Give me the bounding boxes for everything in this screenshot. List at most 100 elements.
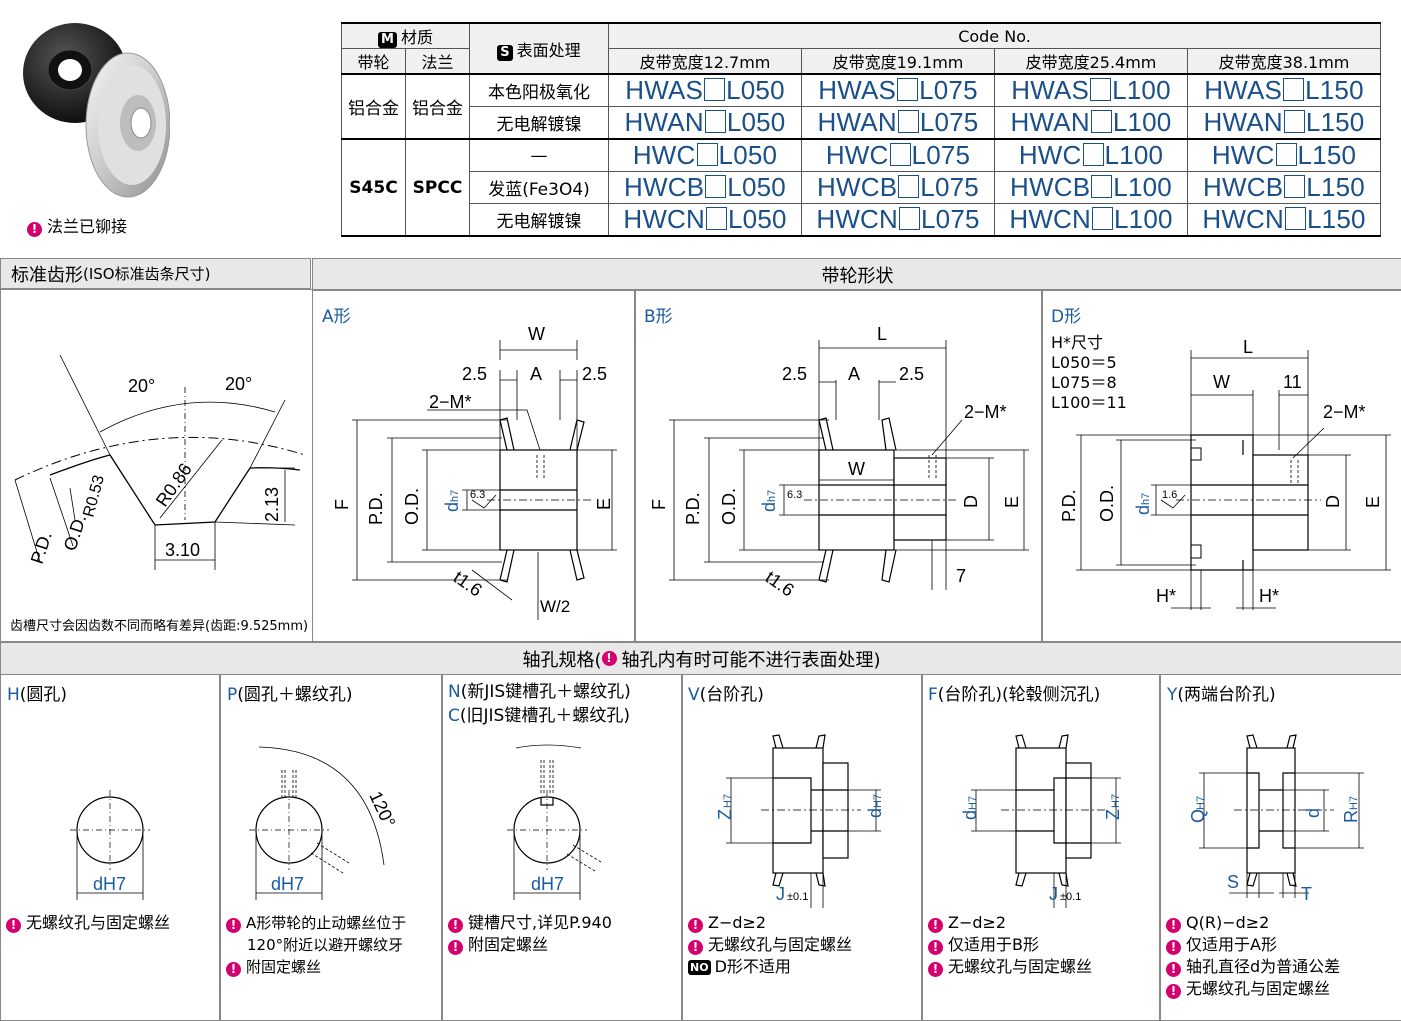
dh7-label: dH7 (93, 874, 126, 894)
shape-header: 带轮形状 (312, 258, 1401, 291)
dim-label: h7 (1140, 493, 1152, 505)
dim-label: A (848, 364, 860, 384)
product-note: !法兰已铆接 (27, 216, 127, 238)
bore-notes-f: !Z−d≥2 !仅适用于B形 !无螺纹孔与固定螺丝 (928, 912, 1092, 978)
angle-label: 120° (365, 788, 399, 830)
pulley-photo (23, 23, 170, 198)
warning-icon: ! (27, 222, 42, 237)
dim-label: t1.6 (762, 567, 798, 601)
surface-cell: 无电解镀镍 (469, 106, 609, 140)
bore-y-drawing: Q H7 d R H7 S T (1188, 734, 1364, 904)
shape-a-panel (312, 289, 636, 642)
dim-label: ±0.1 (1060, 891, 1081, 903)
dim-label: T (1301, 884, 1312, 904)
angle-label: 20° (225, 374, 252, 394)
dim-label: P.D. (683, 492, 703, 525)
dim-label: t1.6 (450, 567, 486, 601)
radius-label: R0.53 (80, 473, 107, 519)
dim-label: Z (1103, 809, 1123, 820)
dim-label: E (594, 498, 614, 510)
dim-label: H7 (872, 794, 884, 808)
od-label: O.D. (60, 512, 90, 553)
bore-h-drawing: dH7 (70, 790, 150, 900)
dim-label: H7 (1195, 796, 1207, 810)
dim-label: W (1213, 372, 1230, 392)
dim-label: W/2 (540, 597, 570, 616)
dim-label: P.D. (1059, 489, 1079, 522)
dim-label: D (1323, 495, 1343, 508)
surface-cell: 本色阳极氧化 (469, 73, 609, 107)
dim-label: A (530, 364, 542, 384)
flange-material: 铝合金 (405, 73, 470, 140)
dim-label: O.D. (402, 488, 422, 525)
dim-label: d (759, 502, 779, 512)
width-head: 皮带宽度12.7mm (608, 48, 802, 75)
dim-label: Z (715, 809, 735, 820)
dim-label: L (877, 324, 887, 344)
dim-label: 11 (1283, 372, 1302, 392)
dim-label: Q (1188, 809, 1208, 823)
width-head: 皮带宽度25.4mm (994, 48, 1188, 75)
dim-label: 2−M* (964, 402, 1007, 422)
bore-title-n: N(新JIS键槽孔＋螺纹孔)C(旧JIS键槽孔＋螺纹孔) (448, 682, 631, 726)
width-label: 3.10 (165, 540, 200, 560)
dim-label: 2.5 (782, 364, 807, 384)
dim-label: d (442, 502, 462, 512)
dim-label: S (1227, 872, 1239, 892)
bore-n-drawing: dH7 (507, 744, 602, 900)
dim-label: F (332, 499, 352, 510)
dim-label: H7 (967, 796, 979, 810)
dim-label: W (528, 324, 545, 344)
surface-cell: 无电解镀镍 (469, 203, 609, 237)
dim-label: O.D. (1097, 485, 1117, 522)
dim-label: H7 (722, 794, 734, 808)
dh7-label: dH7 (531, 874, 564, 894)
shape-a-title: A形 (322, 307, 351, 327)
dim-label: 2−M* (429, 392, 472, 412)
shape-d-title: D形 (1051, 307, 1082, 327)
shape-a-drawing: W A 2.5 2.5 2−M* F P.D. O.D. d h7 6.3 E … (332, 324, 617, 620)
bore-title-f: F(台阶孔)(轮毂侧沉孔) (928, 685, 1101, 705)
bore-f-drawing: d H7 Z H7 J ±0.1 (960, 734, 1123, 908)
dim-label: E (1363, 496, 1383, 508)
tooth-header: 标准齿形(ISO标准齿条尺寸) (0, 258, 311, 289)
angle-label: 20° (128, 376, 155, 396)
dim-label: 7 (956, 566, 966, 586)
pulley-head: 带轮 (341, 48, 406, 75)
shape-b-drawing: L A 2.5 2.5 W 2−M* F P.D. O.D. d h7 6.3 … (649, 324, 1029, 601)
code-head: Code No. (608, 22, 1381, 49)
dim-label: h7 (449, 490, 461, 502)
dim-label: d (960, 810, 980, 820)
dim-label: E (1002, 496, 1022, 508)
d-notes: H*尺寸 L050＝5 L075＝8 L100＝11 (1051, 333, 1127, 412)
dim-label: d (1303, 808, 1323, 818)
dim-label: H7 (1110, 794, 1122, 808)
dim-label: h7 (766, 490, 778, 502)
shape-d-drawing: L W 11 2−M* P.D. O.D. d h7 1.6 D E H* H* (1059, 337, 1391, 610)
depth-label: 2.13 (262, 487, 282, 522)
pulley-material: S45C (341, 138, 406, 237)
dim-label: J (776, 884, 785, 904)
tooth-drawing: 20° 20° R0.86 R0.53 2.13 3.10 P.D. O.D. (14, 354, 306, 570)
